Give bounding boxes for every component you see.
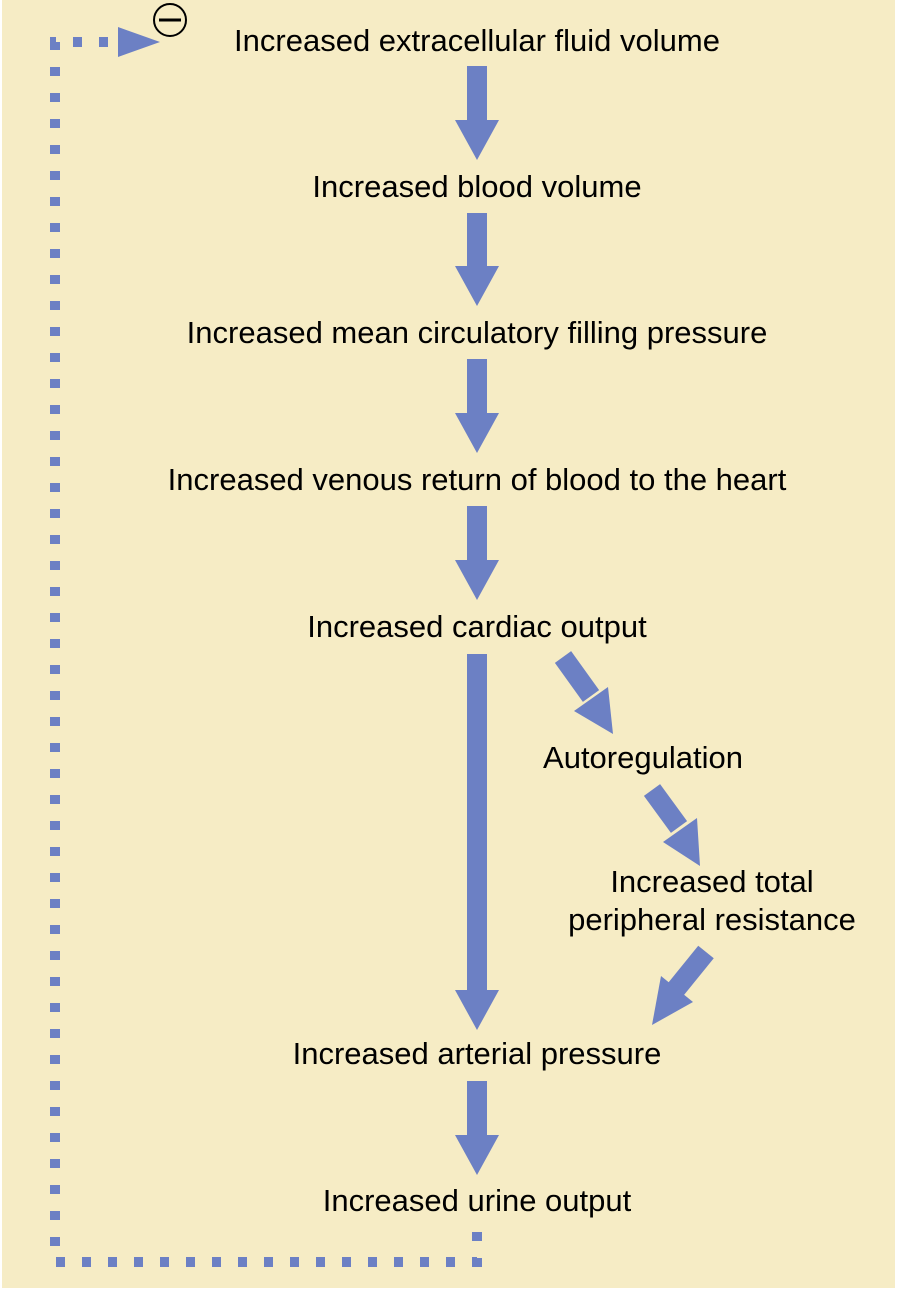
node-mean-circulatory-filling-pressure: Increased mean circulatory filling press… [187, 315, 768, 350]
node-autoregulation: Autoregulation [543, 740, 743, 775]
arrow-head [455, 266, 499, 306]
arrow-arterial-pressure-to-urine-output [455, 1081, 499, 1175]
arrow-autoregulation-to-peripheral-resistance [643, 784, 700, 866]
node-total-peripheral-resistance-line1: Increased total [610, 864, 813, 899]
node-total-peripheral-resistance-line2: peripheral resistance [568, 902, 856, 937]
feedback-dotted-line [50, 37, 482, 1267]
arrow-head [455, 120, 499, 160]
arrow-head [455, 990, 499, 1030]
arrow-peripheral-resistance-to-arterial-pressure [652, 945, 714, 1025]
node-cardiac-output: Increased cardiac output [307, 609, 647, 644]
arrow-shaft [554, 651, 600, 702]
arrow-head [455, 413, 499, 453]
node-venous-return: Increased venous return of blood to the … [168, 462, 787, 497]
arrow-head [455, 560, 499, 600]
arrow-cardiac-output-to-autoregulation [554, 651, 613, 734]
feedback-arrowhead [118, 27, 160, 57]
arrow-shaft [668, 945, 714, 996]
arrow-venous-return-to-cardiac-output [455, 506, 499, 600]
arrow-shaft [643, 784, 688, 833]
node-blood-volume: Increased blood volume [312, 169, 641, 204]
arrow-cardiac-output-to-arterial-pressure [455, 654, 499, 1030]
arrow-blood-volume-to-filling-pressure [455, 213, 499, 306]
arrow-ecf-to-blood-volume [455, 66, 499, 160]
arrow-filling-pressure-to-venous-return [455, 359, 499, 453]
arrow-head [455, 1135, 499, 1175]
arrow-head [574, 687, 613, 734]
minus-circle-icon [153, 3, 187, 37]
arrow-head [663, 818, 700, 866]
arrow-head [652, 976, 693, 1025]
node-extracellular-fluid-volume: Increased extracellular fluid volume [234, 23, 720, 58]
node-arterial-pressure: Increased arterial pressure [293, 1036, 662, 1071]
negative-feedback-loop [50, 3, 482, 1267]
node-urine-output: Increased urine output [323, 1183, 632, 1218]
